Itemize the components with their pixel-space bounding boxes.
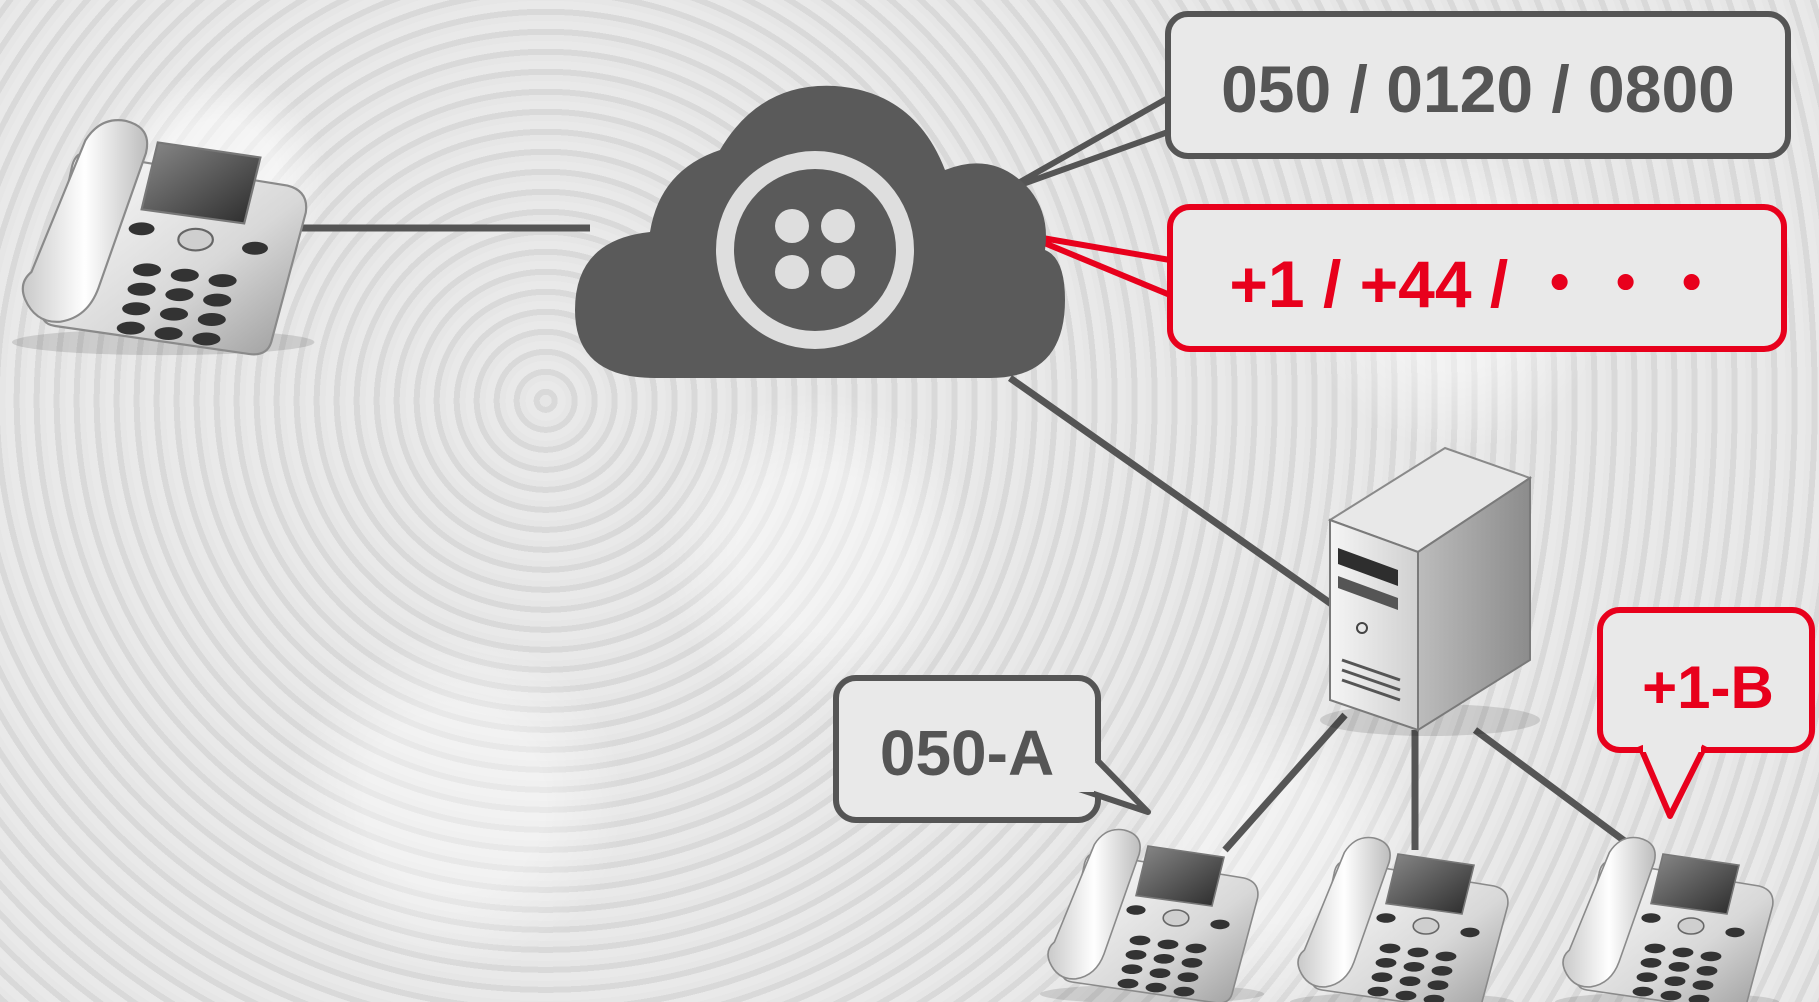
international-numbers-callout: +1 / +44 / ・・・ xyxy=(1167,204,1787,352)
extension-b-label: +1-B xyxy=(1642,654,1774,721)
connection-lines xyxy=(280,224,1633,853)
extension-a-label: 050-A xyxy=(880,717,1054,789)
extension-a-telephone-icon xyxy=(1039,828,1265,1002)
extension-a-callout: 050-A xyxy=(833,675,1151,823)
cloud-icon xyxy=(575,85,1065,379)
domestic-numbers-callout: 050 / 0120 / 0800 xyxy=(1165,11,1791,159)
cloud-to-server-line xyxy=(1007,375,1343,613)
server-icon xyxy=(1320,446,1540,736)
service-logo-icon xyxy=(716,151,914,349)
server-to-phone-b-line xyxy=(1472,727,1633,848)
external-telephone-icon xyxy=(10,119,316,357)
domestic-callout-pointer xyxy=(1003,95,1170,193)
international-numbers-label: +1 / +44 / ・・・ xyxy=(1229,247,1724,321)
extension-b-callout: +1-B xyxy=(1597,607,1815,819)
domestic-numbers-label: 050 / 0120 / 0800 xyxy=(1221,52,1735,126)
server-to-phone-a-line xyxy=(1222,712,1348,853)
extension-telephone-icon xyxy=(1289,836,1515,1002)
extension-b-telephone-icon xyxy=(1554,836,1780,1002)
